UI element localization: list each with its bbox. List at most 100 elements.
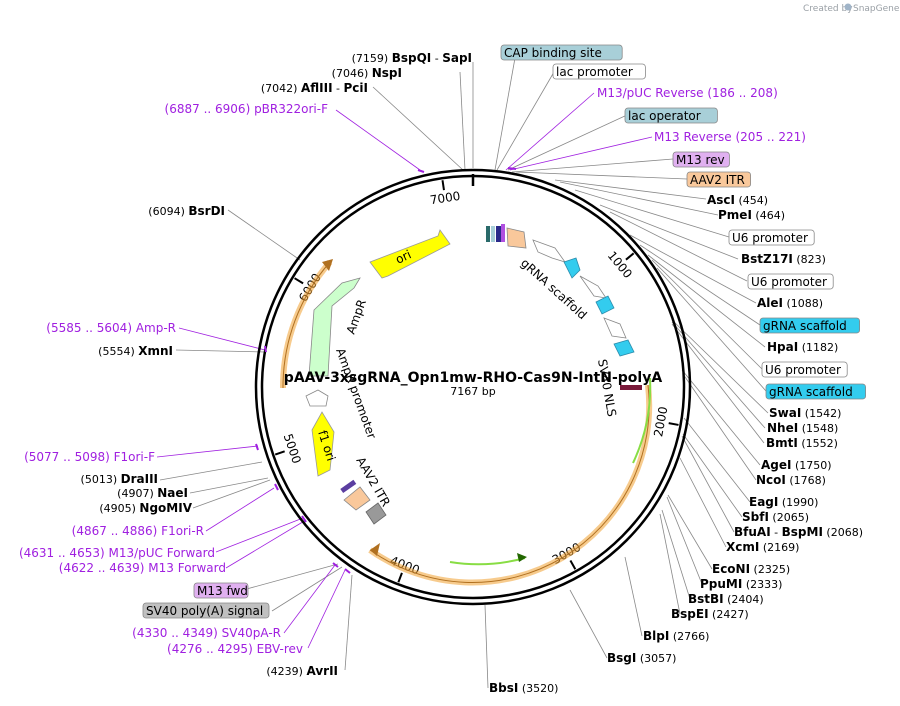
right-label-5: M13 rev <box>672 151 730 168</box>
label-separator: - <box>771 526 782 539</box>
feature-box <box>500 44 623 61</box>
label-position: (2068) <box>823 526 863 539</box>
enzyme-label: HpaI (1182) <box>767 340 838 354</box>
left-label-15: (4276 .. 4295) EBV-rev <box>167 642 303 656</box>
right-label-32: BbsI (3520) <box>489 681 558 695</box>
feature-box-left-0: M13 fwd <box>193 582 249 599</box>
label-name: SV40pA-R <box>222 626 281 640</box>
tick-label: 1000 <box>605 249 635 281</box>
label-position: (1552) <box>798 437 838 450</box>
right-label-4: M13 Reverse (205 .. 221) <box>654 130 806 144</box>
tick-mark <box>569 560 577 570</box>
label-position: (5077 .. 5098) <box>24 450 114 464</box>
feature-box <box>142 602 270 619</box>
primer-marks <box>255 167 517 574</box>
enzyme-label: (4905) NgoMIV <box>99 501 192 515</box>
label-name: BstBI <box>688 592 724 606</box>
enzyme-label: AleI (1088) <box>757 296 823 310</box>
label-position: (5554) <box>98 345 138 358</box>
tick-mark <box>274 450 285 456</box>
leader-lines <box>156 57 769 689</box>
enzyme-label: SwaI (1542) <box>769 406 841 420</box>
ori-label: ori <box>393 247 413 266</box>
label-name: Amp-R <box>136 321 176 335</box>
feature-box-label: AAV2 ITR <box>690 173 745 187</box>
feature-box <box>765 383 866 400</box>
enzyme-label: BstBI (2404) <box>688 592 764 606</box>
right-label-19: BmtI (1552) <box>766 436 838 450</box>
tick-mark <box>625 252 635 261</box>
enzyme-label: (7046) NspI <box>332 66 402 80</box>
label-name: NgoMIV <box>139 501 192 515</box>
feature-box-label: M13 fwd <box>197 584 248 598</box>
label-position: (2065) <box>769 511 809 524</box>
label-position: (4907) <box>117 487 157 500</box>
enzyme-label: (5554) XmnI <box>98 344 173 358</box>
label-position: (1990) <box>778 496 818 509</box>
enzyme-label: EcoNI (2325) <box>712 562 790 576</box>
label-name: NcoI <box>756 473 786 487</box>
label-position: (4622 .. 4639) <box>59 561 149 575</box>
label-position: (3057) <box>636 652 676 665</box>
right-label-0: CAP binding site <box>500 44 623 61</box>
label-name: BsgI <box>607 651 636 665</box>
label-name: BmtI <box>766 436 798 450</box>
label-name: XcmI <box>726 540 759 554</box>
cds-arcs <box>279 259 653 586</box>
feature-box-label: M13 rev <box>676 153 725 167</box>
primer-label: M13 Reverse (205 .. 221) <box>654 130 806 144</box>
primer-label: M13/pUC Reverse (186 .. 208) <box>597 86 778 100</box>
enzyme-label: BfuAI - BspMI (2068) <box>734 525 863 539</box>
label-position: (1768) <box>786 474 826 487</box>
label-name: EagI <box>749 495 778 509</box>
label-name-2: BspMI <box>782 525 823 539</box>
label-position: (1182) <box>798 341 838 354</box>
label-name: HpaI <box>767 340 798 354</box>
label-name: BspQI <box>392 51 432 65</box>
left-label-0: (7159) BspQI - SapI <box>352 51 472 65</box>
feature-box-label: CAP binding site <box>504 46 602 60</box>
label-position: (1542) <box>801 407 841 420</box>
feature-box <box>728 229 815 246</box>
enzyme-label: EagI (1990) <box>749 495 818 509</box>
left-label-5: (5585 .. 5604) Amp-R <box>46 321 176 335</box>
primer-label: (4622 .. 4639) M13 Forward <box>59 561 226 575</box>
left-label-7: (5077 .. 5098) F1ori-F <box>24 450 155 464</box>
enzyme-label: XcmI (2169) <box>726 540 799 554</box>
label-name: BfuAI <box>734 525 771 539</box>
label-position: (823) <box>793 253 826 266</box>
right-label-21: NcoI (1768) <box>756 473 826 487</box>
label-position: (4239) <box>266 665 306 678</box>
left-label-column: (7159) BspQI - SapI(7046) NspI(7042) Afl… <box>19 51 472 678</box>
enzyme-label: (7042) AflIII - PciI <box>261 81 368 95</box>
right-label-13: gRNA scaffold <box>759 317 860 334</box>
label-position: (1750) <box>791 459 831 472</box>
right-label-25: XcmI (2169) <box>726 540 799 554</box>
label-name: PpuMI <box>700 577 742 591</box>
left-label-3: (6887 .. 6906) pBR322ori-F <box>165 102 329 116</box>
label-position: (7046) <box>332 67 372 80</box>
right-label-16: gRNA scaffold <box>765 383 866 400</box>
right-label-15: U6 promoter <box>761 361 848 378</box>
enzyme-label: (5013) DraIII <box>81 472 158 486</box>
feature-box <box>672 151 730 168</box>
created-by-label: Created by <box>803 4 853 14</box>
amp-promoter-label: AmpR promoter <box>333 346 379 440</box>
label-name: DraIII <box>121 472 158 486</box>
primer-label: (5077 .. 5098) F1ori-F <box>24 450 155 464</box>
left-label-1: (7046) NspI <box>332 66 402 80</box>
label-position: (4631 .. 4653) <box>19 546 109 560</box>
label-position: (4330 .. 4349) <box>132 626 222 640</box>
tick-label: 7000 <box>429 189 461 207</box>
label-name: EBV-rev <box>257 642 303 656</box>
enzyme-label: PpuMI (2333) <box>700 577 782 591</box>
label-name: pBR322ori-F <box>254 102 328 116</box>
right-label-28: BstBI (2404) <box>688 592 764 606</box>
label-position: (1548) <box>798 422 838 435</box>
feature-ori: ori <box>369 229 451 279</box>
label-name: NaeI <box>157 486 188 500</box>
enzyme-label: BstZ17I (823) <box>741 252 826 266</box>
feature-box <box>761 361 848 378</box>
enzyme-label: NcoI (1768) <box>756 473 826 487</box>
label-name: BspEI <box>671 607 709 621</box>
